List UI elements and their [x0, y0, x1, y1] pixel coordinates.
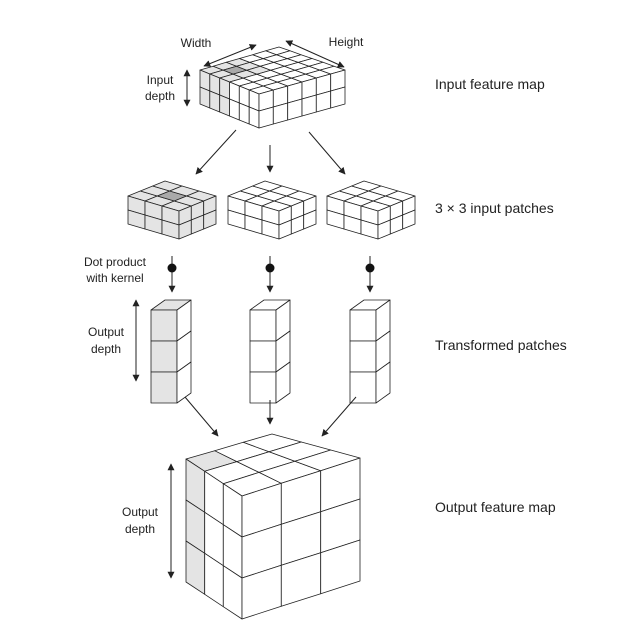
- transformed-patch-2-front-cell: [249, 371, 277, 404]
- input-map-left-cell: [219, 94, 230, 117]
- input-map-left-cell: [229, 98, 240, 121]
- transformed-patch-3-front-cell: [349, 371, 377, 404]
- arrow-to-output-1: [184, 396, 219, 437]
- transformed-patch-1: [150, 299, 192, 404]
- input-patch-2-right-cell: [303, 209, 317, 230]
- output-depth-map-label-line-2: depth: [125, 522, 155, 536]
- input-map-right-cell: [330, 86, 346, 109]
- transformed-patch-1-side-cell: [176, 361, 192, 404]
- transformed-patch-3-front-cell: [349, 340, 377, 373]
- transformed-patch-3-front-cell: [349, 309, 377, 342]
- width-arrow: [203, 44, 257, 67]
- input-patch-3-right-cell: [402, 209, 416, 230]
- input-map-right-cell: [272, 102, 289, 125]
- flow-arrows: [132, 40, 374, 579]
- input-map-right-cell: [301, 94, 317, 117]
- input-map-right-cell: [315, 90, 332, 113]
- transformed-patch-1-front-cell: [150, 309, 178, 342]
- input-map-left-cell: [199, 86, 211, 109]
- width-label: Width: [181, 36, 212, 50]
- transformed-patch-3-side-cell: [375, 361, 391, 404]
- dot-product-node-2: [265, 263, 275, 273]
- input-map-right-cell: [258, 106, 274, 129]
- input-patch-1-right-cell: [203, 209, 217, 230]
- stage-label-input-patches: 3 × 3 input patches: [435, 200, 554, 216]
- input-map-left-cell: [248, 106, 260, 129]
- transformed-patch-1-front-cell: [150, 371, 178, 404]
- input-depth-label-line-2: depth: [145, 89, 175, 103]
- input-feature-map: [199, 46, 346, 129]
- height-label: Height: [329, 35, 364, 49]
- transformed-patch-1-front-cell: [150, 340, 178, 373]
- input-map-left-cell: [238, 102, 250, 125]
- stage-label-input-feature-map: Input feature map: [435, 76, 545, 92]
- stage-label-transformed-patches: Transformed patches: [435, 337, 567, 353]
- output-depth-patch-label-line-1: Output: [88, 325, 125, 339]
- dot-product-label-line-1: Dot product: [84, 255, 147, 269]
- output-depth-patch-label-line-2: depth: [91, 342, 121, 356]
- dot-product-node-3: [365, 263, 375, 273]
- arrow-to-output-3: [321, 396, 357, 437]
- output-feature-map: [185, 433, 361, 620]
- arrow-to-patch-3: [308, 131, 346, 175]
- dot-product-nodes: [167, 263, 375, 273]
- input-patch-3: [326, 180, 416, 240]
- dot-product-label-line-2: with kernel: [85, 271, 143, 285]
- dot-product-node-1: [167, 263, 177, 273]
- stage-label-output-feature-map: Output feature map: [435, 499, 556, 515]
- transformed-patch-2-front-cell: [249, 340, 277, 373]
- input-patch-1: [127, 180, 217, 240]
- output-depth-map-label-line-1: Output: [122, 505, 159, 519]
- transformed-patch-3: [349, 299, 391, 404]
- input-map-right-cell: [287, 98, 303, 121]
- input-map-left-cell: [209, 90, 221, 113]
- height-arrow: [285, 40, 345, 68]
- transformed-patch-2-side-cell: [275, 361, 291, 404]
- arrow-to-patch-1: [195, 129, 237, 175]
- input-patch-2: [227, 180, 317, 240]
- output-map-right-cell: [320, 539, 361, 595]
- input-depth-label-line-1: Input: [147, 73, 174, 87]
- transformed-patch-2-front-cell: [249, 309, 277, 342]
- transformed-patch-2: [249, 299, 291, 404]
